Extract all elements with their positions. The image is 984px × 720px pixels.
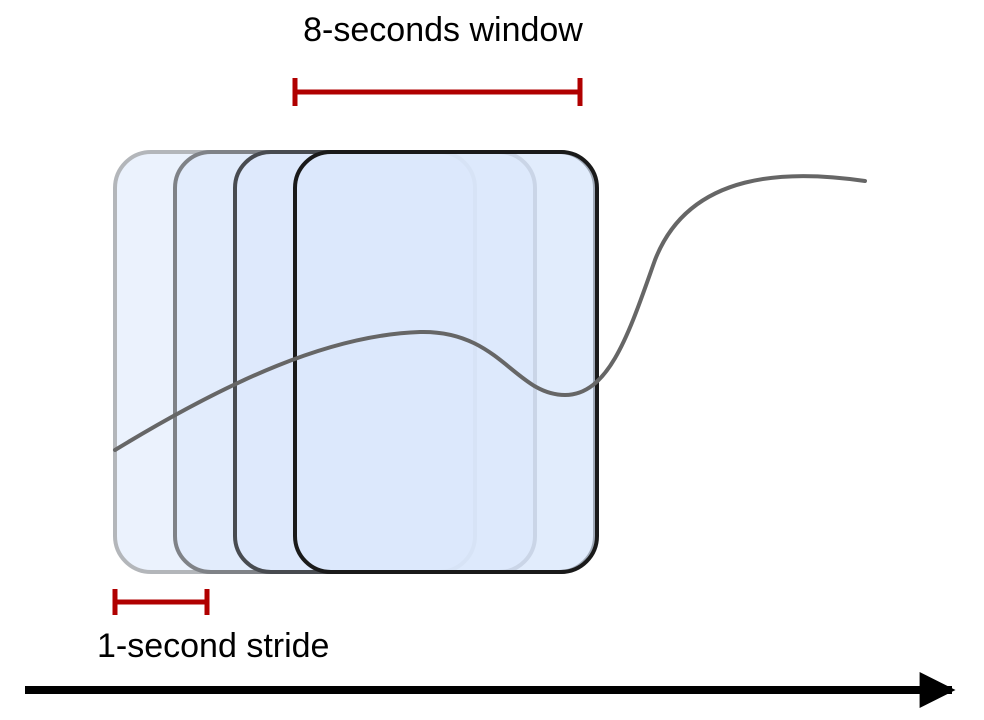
- window-bracket: [292, 78, 583, 106]
- stride-bracket: [112, 589, 210, 615]
- stride-label: 1-second stride: [97, 627, 329, 665]
- window-label: 8-seconds window: [303, 11, 583, 49]
- signal-curve: [113, 174, 867, 452]
- window-frame-4: [293, 150, 599, 574]
